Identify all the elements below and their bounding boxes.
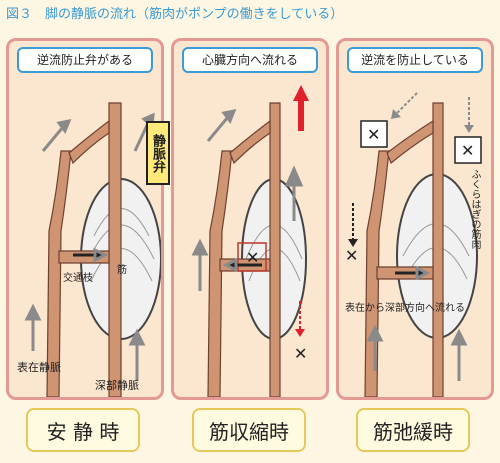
label-muscle: 筋 bbox=[117, 265, 127, 276]
panel-header: 逆流防止弁がある bbox=[17, 47, 153, 73]
caption-contraction: 筋収縮時 bbox=[192, 408, 306, 452]
caption-rest: 安 静 時 bbox=[26, 408, 140, 452]
deep-vein bbox=[432, 102, 444, 397]
flow-arrows bbox=[24, 112, 155, 381]
flow-arrows bbox=[191, 108, 304, 291]
panel-header: 心臓方向へ流れる bbox=[182, 47, 318, 73]
panel-relaxation: ✕ ✕ ✕ 逆流を防止している ふくらはぎの筋肉 表在から深部方向へ流れる bbox=[336, 38, 494, 400]
backflow-arrows bbox=[394, 92, 470, 127]
panel-rest: 逆流防止弁がある 筋 交通枝 表在静脈 深部静脈 bbox=[6, 38, 164, 400]
label-superficial-vein: 表在静脈 bbox=[17, 361, 61, 374]
backflow-cross-icon: ✕ bbox=[294, 344, 307, 363]
superficial-vein bbox=[46, 150, 72, 397]
leg-veins-illustration: ✕ ✕ ✕ bbox=[345, 92, 482, 397]
leg-veins-illustration bbox=[24, 102, 161, 397]
blocked-marker-box bbox=[237, 242, 267, 272]
panel-header: 逆流を防止している bbox=[347, 47, 483, 73]
label-superficial-to-deep: 表在から深部方向へ流れる bbox=[345, 303, 465, 314]
label-communicating-vein: 交通枝 bbox=[63, 273, 93, 284]
flow-arrows bbox=[366, 265, 468, 381]
figure-title: 図３ 脚の静脈の流れ（筋肉がポンプの働きをしている） bbox=[6, 7, 344, 22]
deep-vein bbox=[108, 102, 122, 397]
panel-contraction: ✕ ✕ 心臓方向へ流れる bbox=[171, 38, 329, 400]
label-calf-muscle: ふくらはぎの筋肉 bbox=[469, 169, 480, 249]
caption-relaxation: 筋弛緩時 bbox=[356, 408, 470, 452]
blocked-cross-icon: ✕ bbox=[367, 125, 380, 144]
blocked-cross-icon: ✕ bbox=[461, 141, 474, 160]
svg-text:✕: ✕ bbox=[345, 246, 358, 265]
superficial-vein bbox=[207, 150, 233, 397]
deep-vein bbox=[269, 102, 281, 397]
blocked-cross-icon: ✕ bbox=[246, 248, 259, 267]
venous-valve-label: 静脈弁 bbox=[146, 121, 170, 185]
leg-veins-illustration: ✕ ✕ bbox=[191, 85, 309, 397]
label-deep-vein: 深部静脈 bbox=[95, 379, 139, 392]
